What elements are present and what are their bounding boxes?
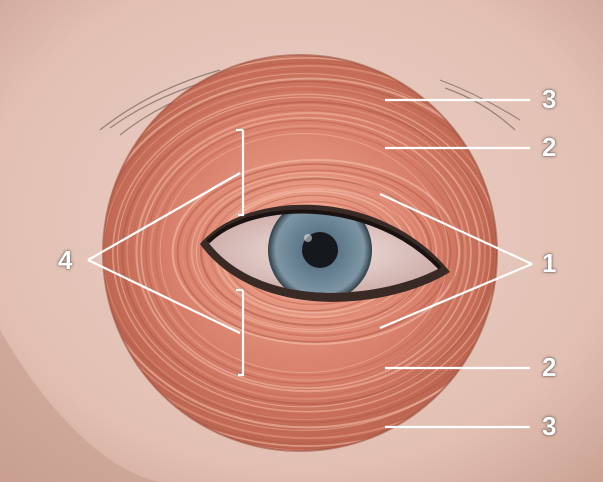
label-top-middle: 2 [542, 134, 556, 160]
label-left: 4 [58, 247, 72, 273]
label-inner: 1 [542, 250, 556, 276]
label-top-outer: 3 [542, 86, 556, 112]
label-bottom-middle: 2 [542, 354, 556, 380]
label-bottom-outer: 3 [542, 413, 556, 439]
